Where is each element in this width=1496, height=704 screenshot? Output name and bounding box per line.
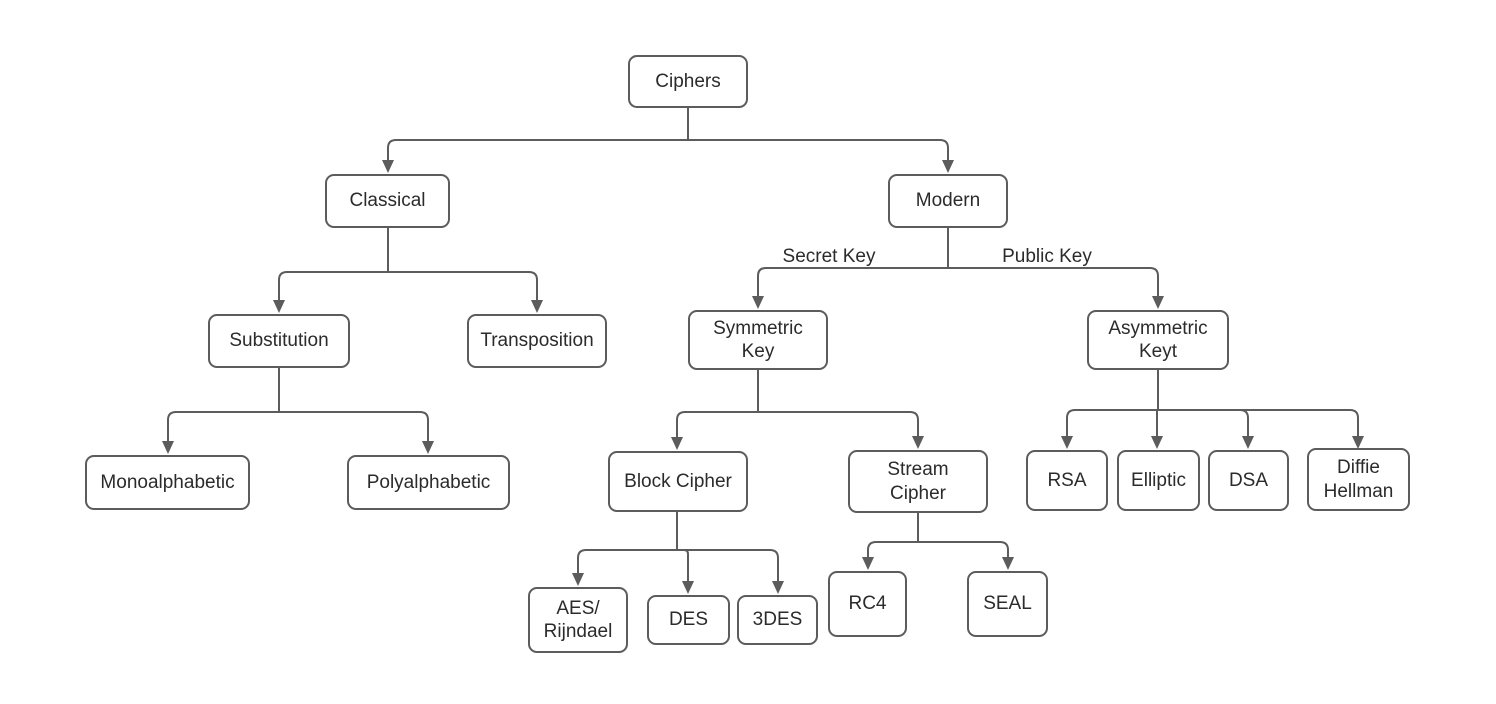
node-aes-rijndael-label: AES/ Rijndael (543, 597, 613, 642)
node-rsa[interactable]: RSA (1026, 450, 1108, 511)
edge-asymmetric-rsa (1061, 409, 1159, 449)
node-modern[interactable]: Modern (888, 174, 1008, 228)
node-classical[interactable]: Classical (325, 174, 450, 228)
node-substitution[interactable]: Substitution (208, 314, 350, 368)
edge-symmetric-block-cipher (671, 411, 759, 450)
node-polyalphabetic-label: Polyalphabetic (366, 471, 491, 493)
edge-ciphers-modern (687, 139, 954, 173)
node-aes-rijndael[interactable]: AES/ Rijndael (528, 587, 628, 653)
node-symmetric-key-label: Symmetric Key (713, 317, 803, 362)
node-transposition[interactable]: Transposition (467, 314, 607, 368)
node-3des-label: 3DES (752, 609, 803, 631)
node-3des[interactable]: 3DES (737, 595, 818, 645)
node-polyalphabetic[interactable]: Polyalphabetic (347, 455, 510, 510)
node-block-cipher[interactable]: Block Cipher (608, 451, 748, 512)
node-rc4-label: RC4 (848, 593, 887, 615)
node-block-cipher-label: Block Cipher (624, 470, 732, 492)
edge-modern-symmetric-key (752, 267, 949, 309)
node-modern-label: Modern (915, 190, 981, 212)
node-des-label: DES (668, 609, 709, 631)
node-rc4[interactable]: RC4 (828, 571, 907, 637)
node-elliptic-label: Elliptic (1131, 469, 1186, 491)
edge-block-des (676, 549, 694, 594)
node-classical-label: Classical (349, 190, 426, 212)
edge-classical-transposition (387, 271, 543, 313)
node-monoalphabetic[interactable]: Monoalphabetic (85, 455, 250, 510)
node-dsa[interactable]: DSA (1208, 450, 1289, 511)
edge-block-3des (676, 549, 784, 594)
edge-substitution-polyalphabetic (278, 411, 434, 454)
edge-ciphers-classical (382, 139, 689, 173)
edge-modern-asymmetric-key (947, 267, 1164, 309)
edge-block-aes-rijndael (572, 549, 678, 586)
edge-classical-substitution (273, 271, 389, 313)
edge-asymmetric-elliptic (1151, 409, 1163, 449)
node-stream-cipher-label: Stream Cipher (887, 459, 949, 504)
edge-asymmetric-dsa (1157, 409, 1254, 449)
node-diffie-hellman[interactable]: Diffie Hellman (1307, 448, 1410, 511)
edge-symmetric-stream-cipher (757, 411, 924, 449)
node-ciphers[interactable]: Ciphers (628, 55, 748, 108)
node-des[interactable]: DES (647, 595, 730, 645)
node-dsa-label: DSA (1228, 469, 1269, 491)
node-asymmetric-key-label: Asymmetric Keyt (1108, 317, 1208, 362)
node-asymmetric-key[interactable]: Asymmetric Keyt (1087, 310, 1229, 370)
node-seal[interactable]: SEAL (967, 571, 1048, 637)
node-seal-label: SEAL (983, 593, 1032, 615)
node-substitution-label: Substitution (229, 330, 329, 352)
edge-stream-rc4 (862, 541, 919, 570)
edge-label-secret-key: Secret Key (782, 246, 876, 267)
edge-substitution-monoalphabetic (162, 411, 280, 454)
node-stream-cipher[interactable]: Stream Cipher (848, 450, 988, 513)
node-diffie-hellman-label: Diffie Hellman (1323, 457, 1394, 502)
node-symmetric-key[interactable]: Symmetric Key (688, 310, 828, 370)
edge-asymmetric-diffie-hellman (1157, 409, 1364, 449)
node-monoalphabetic-label: Monoalphabetic (100, 471, 235, 493)
node-rsa-label: RSA (1047, 469, 1087, 491)
node-transposition-label: Transposition (480, 330, 594, 352)
edge-stream-seal (917, 541, 1014, 570)
node-elliptic[interactable]: Elliptic (1117, 450, 1200, 511)
node-ciphers-label: Ciphers (655, 70, 721, 92)
edge-label-public-key: Public Key (1002, 246, 1092, 267)
